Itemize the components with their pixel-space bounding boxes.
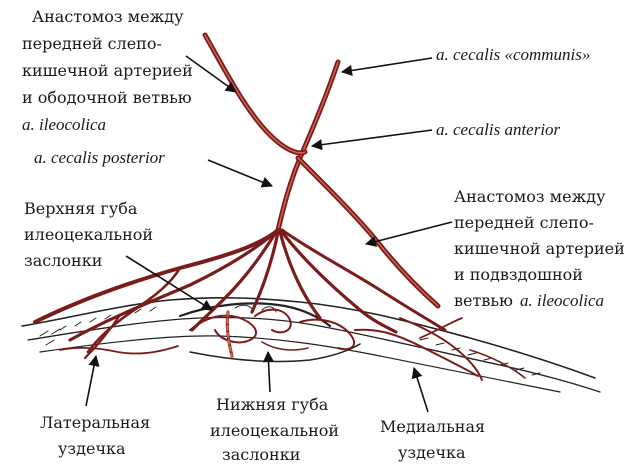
svg-text:заслонки: заслонки xyxy=(24,251,102,270)
label-medial-frenulum: Медиальная уздечка xyxy=(380,417,485,462)
svg-text:кишечной артерией: кишечной артерией xyxy=(22,61,193,80)
label-lower-lip: Нижняя губа илеоцекальной заслонки xyxy=(210,395,339,464)
arrow-cecalis-anterior xyxy=(312,130,432,146)
svg-text:кишечной артерией: кишечной артерией xyxy=(454,239,625,258)
ileocecal-valve-outline xyxy=(22,298,600,392)
svg-text:Верхняя губа: Верхняя губа xyxy=(24,199,138,218)
svg-text:Медиальная: Медиальная xyxy=(380,417,485,436)
svg-text:Нижняя губа: Нижняя губа xyxy=(216,395,329,414)
arrow-cecalis-communis xyxy=(342,58,432,72)
svg-text:уздечка: уздечка xyxy=(398,443,466,462)
svg-text:передней слепо-: передней слепо- xyxy=(454,213,594,232)
arrow-lateral-frenulum xyxy=(86,356,96,406)
svg-text:и ободочной ветвью: и ободочной ветвью xyxy=(22,88,192,107)
svg-text:передней слепо-: передней слепо- xyxy=(22,34,162,53)
svg-text:Латеральная: Латеральная xyxy=(40,413,150,432)
svg-text:ветвью: ветвью xyxy=(454,291,513,310)
label-anastomosis-ileal: Анастомоз между передней слепо- кишечной… xyxy=(454,187,625,310)
svg-text:илеоцекальной: илеоцекальной xyxy=(210,421,339,440)
arrow-lower-lip xyxy=(268,352,270,392)
arrow-cecalis-posterior xyxy=(208,160,272,186)
arrow-anastomosis-ileal xyxy=(366,222,452,244)
svg-text:уздечка: уздечка xyxy=(58,439,126,458)
label-cecalis-anterior: a. cecalis anterior xyxy=(436,120,561,139)
label-upper-lip: Верхняя губа илеоцекальной заслонки xyxy=(24,199,153,270)
label-anastomosis-colic: Анастомоз между передней слепо- кишечной… xyxy=(22,7,193,134)
svg-text:a. ileocolica: a. ileocolica xyxy=(520,291,604,310)
svg-text:и подвздошной: и подвздошной xyxy=(454,265,583,284)
label-cecalis-communis: a. cecalis «communis» xyxy=(436,45,590,64)
label-lateral-frenulum: Латеральная уздечка xyxy=(40,413,150,458)
label-cecalis-posterior: a. cecalis posterior xyxy=(34,148,165,167)
svg-text:Анастомоз между: Анастомоз между xyxy=(454,187,606,206)
arrow-medial-frenulum xyxy=(414,368,428,412)
svg-text:илеоцекальной: илеоцекальной xyxy=(24,225,153,244)
svg-text:Анастомоз между: Анастомоз между xyxy=(32,7,184,26)
svg-text:заслонки: заслонки xyxy=(222,445,300,464)
svg-text:a. ileocolica: a. ileocolica xyxy=(22,115,106,134)
